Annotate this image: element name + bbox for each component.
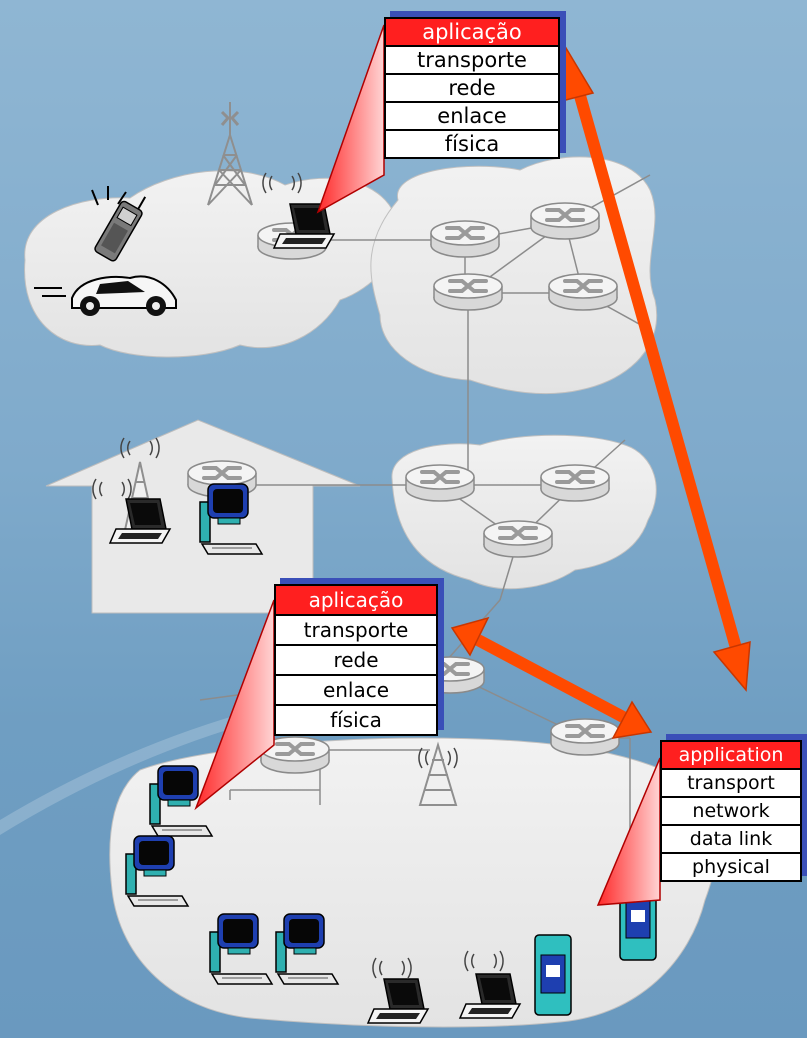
layer-transport: transport [660,768,802,798]
server-icon [534,934,572,1016]
car-icon [34,275,177,316]
layer-network: rede [384,73,560,103]
router-icon [549,717,621,757]
layer-physical: physical [660,852,802,882]
communication-arrow [557,45,751,692]
cell-tower-icon [207,102,253,206]
protocol-stack-middle: aplicação transporte rede enlace física [274,578,444,736]
layer-application: aplicação [384,17,560,47]
protocol-stack-right: application transport network data link … [660,734,807,882]
communication-arrow [450,616,653,739]
isp-network-cloud [370,156,658,395]
router-icon [482,519,554,559]
layer-link: enlace [274,674,438,706]
router-icon [547,272,619,312]
layer-transport: transporte [274,614,438,646]
layer-link: enlace [384,101,560,131]
layer-application: aplicação [274,584,438,616]
router-icon [432,272,504,312]
protocol-stack-top: aplicação transporte rede enlace física [384,11,566,159]
router-icon [429,219,501,259]
router-icon [529,201,601,241]
router-icon [539,463,611,503]
layer-transport: transporte [384,45,560,75]
layer-application: application [660,740,802,770]
layer-network: rede [274,644,438,676]
layer-physical: física [384,129,560,159]
layer-network: network [660,796,802,826]
layer-link: data link [660,824,802,854]
router-icon [404,463,476,503]
wireless-access-point-icon [418,741,458,806]
callout-pointer-top [316,24,385,214]
layer-physical: física [274,704,438,736]
ringing-lines [91,186,127,206]
regional-network-cloud [391,434,657,590]
cellphone-icon [94,196,147,262]
